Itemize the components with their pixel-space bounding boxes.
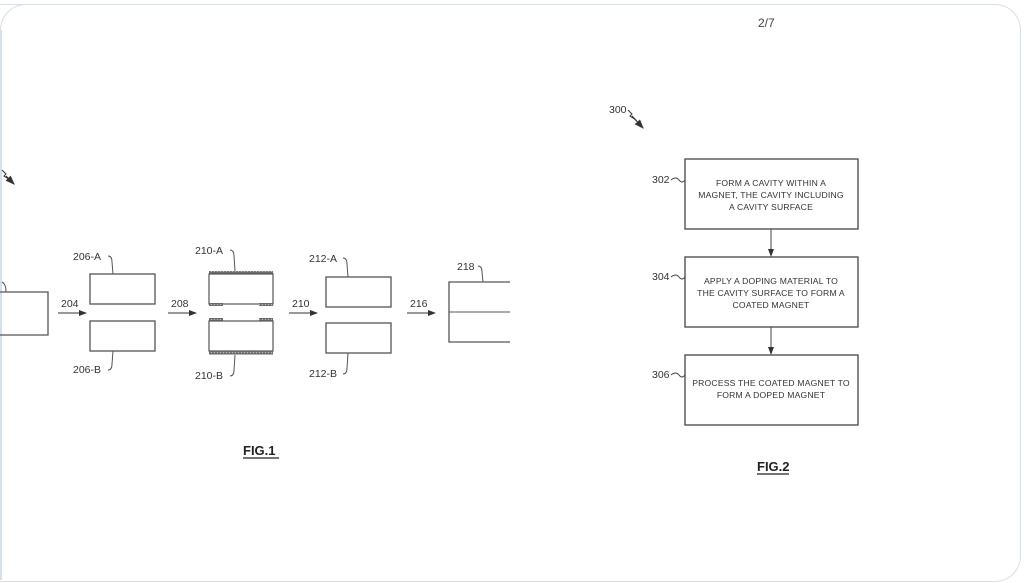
box-210a: [208, 271, 274, 306]
label-206b: 206-B: [73, 364, 101, 376]
label-216: 216: [410, 298, 428, 310]
step-302-line-3: A CAVITY SURFACE: [729, 202, 813, 212]
step-302-line-1: FORM A CAVITY WITHIN A: [716, 178, 826, 188]
fig2: 300 302 FORM A CAVITY WITHIN A MAGNET, T…: [609, 104, 859, 475]
label-210: 210: [292, 298, 310, 310]
label-206a: 206-A: [73, 251, 101, 263]
step-306-box: [684, 354, 859, 426]
box-218: [448, 265, 510, 343]
fig1: 204 206-A 206-B 208 210-A 210-B 210: [0, 169, 510, 459]
label-210b: 210-B: [195, 370, 223, 382]
step-306-line-2: FORM A DOPED MAGNET: [717, 390, 826, 400]
box-206a: [89, 273, 156, 305]
document-frame: [0, 4, 1021, 582]
box-212a: [325, 276, 392, 308]
step-302-ref: 302: [652, 174, 670, 186]
step-304-line-3: COATED MAGNET: [733, 300, 810, 310]
label-218: 218: [457, 261, 475, 273]
box-212b: [325, 322, 392, 354]
box-210b: [208, 318, 274, 355]
step-306-ref: 306: [652, 369, 670, 381]
fig2-ref-arrow-icon: [627, 109, 644, 129]
step-306-line-1: PROCESS THE COATED MAGNET TO: [692, 378, 850, 388]
fig2-caption: FIG.2: [757, 459, 790, 474]
step-304-line-2: THE CAVITY SURFACE TO FORM A: [697, 288, 845, 298]
fig1-caption: FIG.1: [243, 443, 276, 458]
label-204: 204: [61, 298, 79, 310]
label-212a: 212-A: [309, 253, 337, 265]
frame-edge: [0, 30, 2, 580]
box-206b: [89, 320, 156, 352]
fig2-ref-label: 300: [609, 104, 627, 116]
step-304-ref: 304: [652, 271, 670, 283]
label-208: 208: [171, 298, 189, 310]
step-304-line-1: APPLY A DOPING MATERIAL TO: [704, 276, 838, 286]
label-210a: 210-A: [195, 245, 223, 257]
step-302-line-2: MAGNET, THE CAVITY INCLUDING: [698, 190, 844, 200]
page-number: 2/7: [758, 16, 775, 30]
label-212b: 212-B: [309, 368, 337, 380]
fig1-ref-arrow-icon: [1, 169, 15, 185]
box-202: [0, 281, 49, 336]
